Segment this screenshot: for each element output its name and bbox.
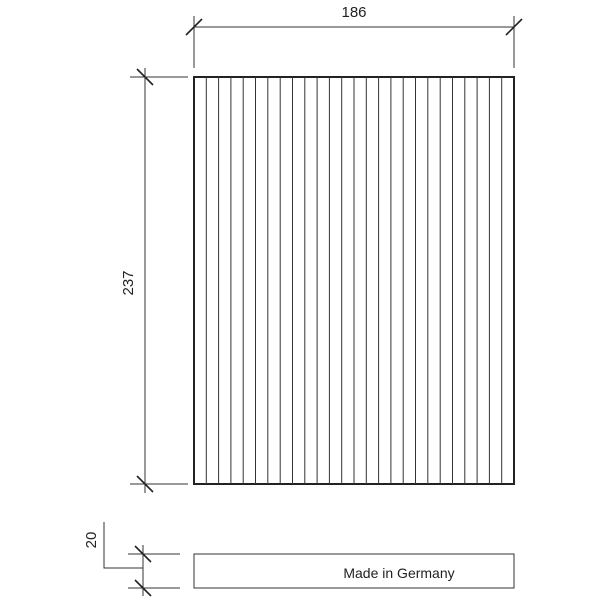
filter-pleats [205, 77, 503, 484]
height-value: 237 [120, 270, 137, 295]
made-in-label: Made in Germany [343, 565, 454, 581]
width-tick-left [185, 18, 203, 36]
width-dimension: 186 [185, 4, 523, 68]
width-tick-right [505, 18, 523, 36]
thickness-tick-bottom [134, 579, 152, 597]
filter-front-view [193, 76, 515, 485]
height-dimension: 237 [120, 68, 188, 493]
height-tick-bottom [136, 475, 154, 493]
height-tick-top [136, 68, 154, 86]
thickness-dimension: 20 [83, 522, 180, 597]
thickness-tick-top [134, 545, 152, 563]
thickness-value: 20 [83, 532, 100, 549]
side-outline [193, 553, 515, 589]
width-value: 186 [341, 4, 366, 21]
filter-side-view: Made in Germany [193, 553, 515, 589]
thickness-leader [103, 522, 143, 569]
